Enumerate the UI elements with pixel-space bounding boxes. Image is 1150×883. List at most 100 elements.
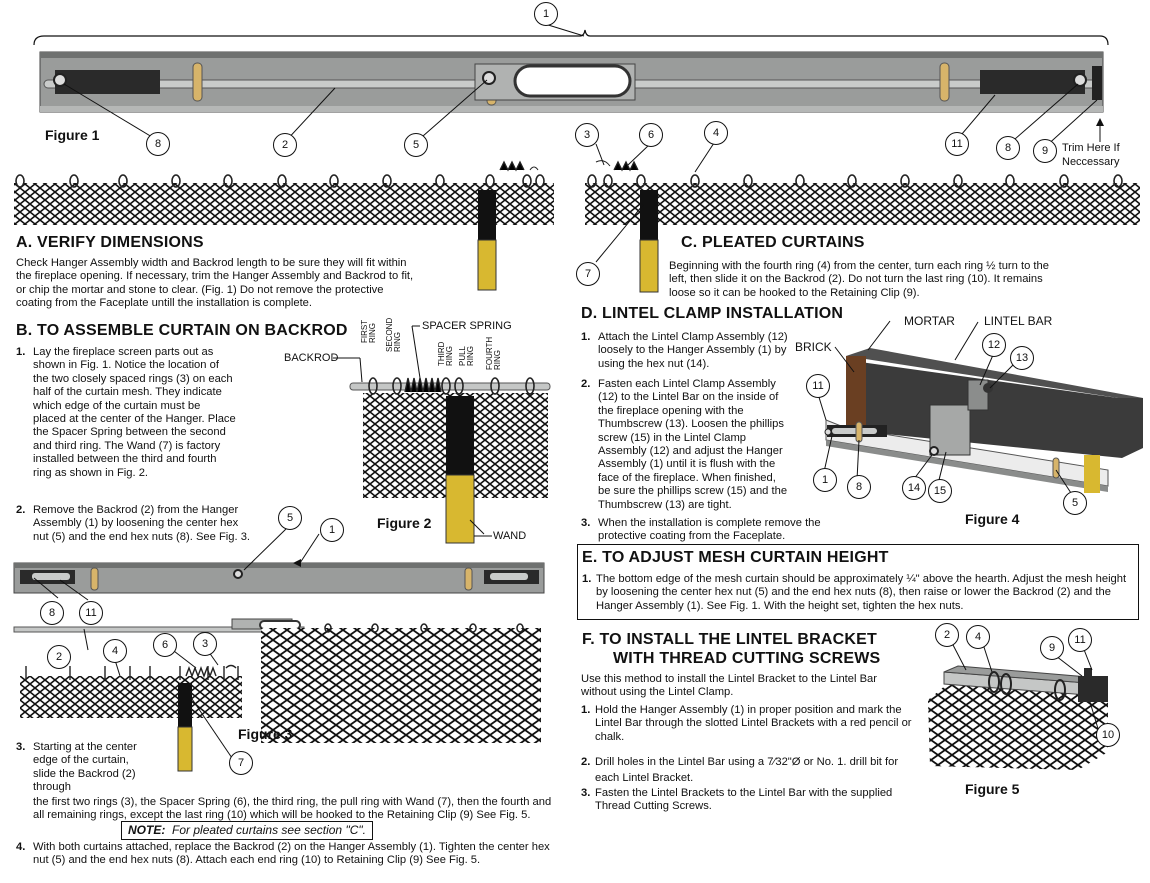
callout-1: 1 [320,518,344,542]
item-text: The bottom edge of the mesh curtain shou… [596,573,1127,612]
callout-11: 11 [806,374,830,398]
item-number: 1. [582,573,592,585]
callout-12: 12 [982,333,1006,357]
trim-note-line1: Trim Here If [1062,142,1120,154]
item-text: With both curtains attached, replace the… [33,841,550,867]
item-number: 1. [581,331,591,343]
section-f-title-line1: F. TO INSTALL THE LINTEL BRACKET [582,631,877,648]
section-e-box [577,544,1139,620]
mesh-strip-c [585,142,1140,293]
section-f-title-line2: WITH THREAD CUTTING SCREWS [613,650,881,667]
section-b-item1: 1. Lay the fireplace screen parts out as … [16,346,236,480]
section-f-intro: Use this method to install the Lintel Br… [581,673,878,699]
item-number: 1. [16,346,26,358]
item-text: Lay the fireplace screen parts out as sh… [33,346,236,479]
label-wand: WAND [493,530,527,542]
label-fourth-ring: FOURTH RING [485,336,502,370]
callout-2: 2 [47,645,71,669]
note-text: For pleated curtains see section "C". [172,823,366,837]
item-text: Fasten the Lintel Brackets to the Lintel… [595,787,893,813]
section-f-item2: 2. Drill holes in the Lintel Bar using a … [581,754,921,786]
section-b-item4: 4. With both curtains attached, replace t… [16,841,561,868]
section-c-text: Beginning with the fourth ring (4) from … [669,260,1049,299]
callout-6: 6 [639,123,663,147]
item-text: Hold the Hanger Assembly (1) in proper p… [595,704,912,743]
figure5-drawing [928,642,1108,770]
pleated-note: NOTE: For pleated curtains see section "… [121,821,373,840]
callout-1: 1 [534,2,558,26]
item-number: 2. [581,756,591,768]
figure4-drawing [817,320,1143,494]
figure2-caption: Figure 2 [377,515,432,531]
label-lintel-bar: LINTEL BAR [984,314,1053,328]
callout-13: 13 [1010,346,1034,370]
item-number: 4. [16,841,26,853]
figure4-caption: Figure 4 [965,511,1020,527]
item-text: Remove the Backrod (2) from the Hanger A… [33,504,251,543]
figure3-drawing [13,527,545,772]
section-f-item3: 3.Fasten the Lintel Brackets to the Lint… [581,787,921,814]
callout-14: 14 [902,476,926,500]
section-b-item2: 2. Remove the Backrod (2) from the Hanger… [16,504,256,544]
section-a-text: Check Hanger Assembly width and Backrod … [16,257,414,310]
label-brick: BRICK [795,340,832,354]
callout-8b: 8 [996,136,1020,160]
figure2-drawing [333,325,551,544]
mesh-strip-a [14,160,554,291]
callout-1: 1 [813,468,837,492]
label-backrod: BACKROD [284,352,339,364]
item-number: 3. [16,741,26,753]
callout-3: 3 [575,123,599,147]
figure3-caption: Figure 3 [238,726,293,742]
callout-4: 4 [966,625,990,649]
callout-11: 11 [79,601,103,625]
callout-11: 11 [1068,628,1092,652]
callout-5: 5 [278,506,302,530]
callout-5: 5 [404,133,428,157]
section-b-title: B. TO ASSEMBLE CURTAIN ON BACKROD [16,322,348,339]
label-second-ring: SECOND RING [385,317,402,352]
callout-15: 15 [928,479,952,503]
item-number: 2. [16,504,26,516]
item-text: Attach the Lintel Clamp Assembly (12) lo… [598,331,788,370]
callout-2: 2 [273,133,297,157]
section-f-item1: 1.Hold the Hanger Assembly (1) in proper… [581,704,921,744]
item-text: Fasten each Lintel Clamp Assembly (12) t… [598,378,788,511]
callout-8: 8 [40,601,64,625]
item-text: Drill holes in the Lintel Bar using a 7⁄… [595,756,899,784]
callout-10: 10 [1096,723,1120,747]
figure1-caption: Figure 1 [45,127,100,143]
figure5-caption: Figure 5 [965,781,1020,797]
section-e-item1: 1. The bottom edge of the mesh curtain sh… [582,573,1132,613]
callout-3: 3 [193,632,217,656]
section-d-item3: 3. When the installation is complete remo… [581,517,821,544]
label-first-ring: FIRST RING [360,320,377,343]
section-a-title: A. VERIFY DIMENSIONS [16,234,204,251]
label-spacer-spring: SPACER SPRING [422,320,512,332]
callout-9: 9 [1033,139,1057,163]
item-text: Starting at the center edge of the curta… [33,741,137,794]
callout-4: 4 [704,121,728,145]
callout-9: 9 [1040,636,1064,660]
section-c-title: C. PLEATED CURTAINS [681,234,865,251]
callout-6: 6 [153,633,177,657]
callout-7: 7 [576,262,600,286]
label-mortar: MORTAR [904,314,955,328]
callout-8: 8 [847,475,871,499]
section-b-item3-cont: the first two rings (3), the Spacer Spri… [33,796,552,822]
callout-5: 5 [1063,491,1087,515]
item-text: When the installation is complete remove… [598,517,821,543]
item-number: 3. [581,517,591,529]
section-d-item1: 1. Attach the Lintel Clamp Assembly (12) … [581,331,789,371]
section-b-item3-start: 3. Starting at the center edge of the cur… [16,741,154,795]
section-d-item2: 2.Fasten each Lintel Clamp Assembly (12)… [581,378,791,512]
label-pull-ring: PULL RING [458,346,475,366]
callout-8: 8 [146,132,170,156]
section-e-title: E. TO ADJUST MESH CURTAIN HEIGHT [582,549,889,566]
callout-2: 2 [935,623,959,647]
label-third-ring: THIRD RING [437,341,454,366]
callout-7: 7 [229,751,253,775]
callout-11: 11 [945,132,969,156]
figure1-drawing [33,23,1109,149]
